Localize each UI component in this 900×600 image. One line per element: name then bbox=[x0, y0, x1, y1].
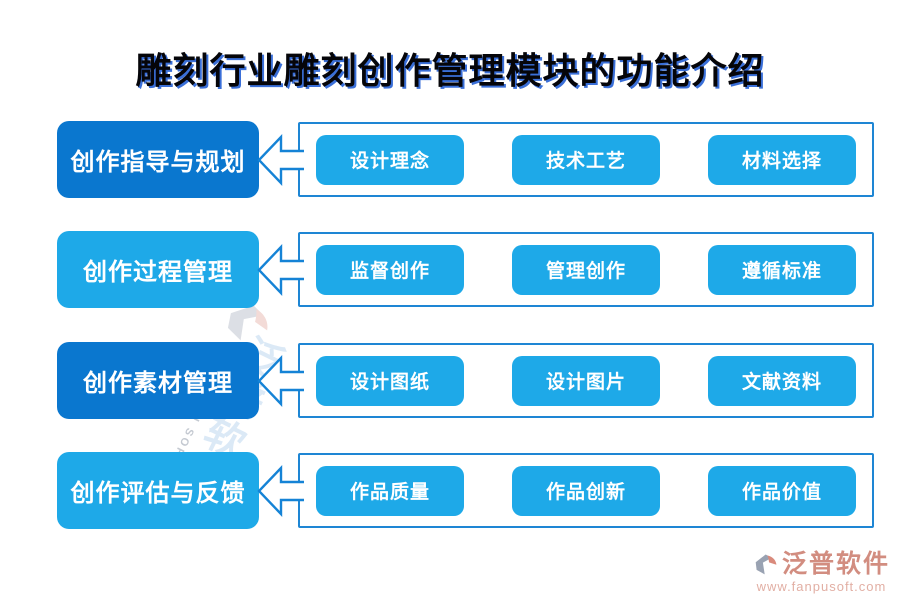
left-arrow-icon bbox=[257, 355, 304, 407]
feature-chip-label: 材料选择 bbox=[741, 151, 822, 172]
feature-row: 创作素材管理 设计图纸 设计图片 文献资料 bbox=[0, 342, 900, 419]
feature-chip: 作品价值 bbox=[708, 465, 856, 516]
feature-chip: 监督创作 bbox=[316, 244, 464, 295]
brand-url: www.fanpusoft.com bbox=[756, 579, 887, 594]
feature-chip-label: 作品创新 bbox=[545, 482, 626, 503]
row-items-panel: 作品质量 作品创新 作品价值 bbox=[298, 453, 874, 528]
feature-chip: 文献资料 bbox=[708, 355, 856, 406]
row-items-panel: 监督创作 管理创作 遵循标准 bbox=[298, 232, 874, 307]
feature-row: 创作指导与规划 设计理念 技术工艺 材料选择 bbox=[0, 121, 900, 198]
brand-footer: 泛普软件 www.fanpusoft.com bbox=[753, 551, 890, 594]
feature-chip: 遵循标准 bbox=[708, 244, 856, 295]
feature-chip-label: 设计图纸 bbox=[349, 372, 430, 393]
brand-name: 泛普软件 bbox=[781, 549, 890, 578]
feature-chip-label: 遵循标准 bbox=[741, 261, 822, 282]
row-label-box: 创作素材管理 bbox=[57, 342, 259, 419]
row-label-box: 创作指导与规划 bbox=[57, 121, 259, 198]
row-items-panel: 设计理念 技术工艺 材料选择 bbox=[298, 122, 874, 197]
feature-chip: 管理创作 bbox=[512, 244, 660, 295]
feature-row: 创作评估与反馈 作品质量 作品创新 作品价值 bbox=[0, 452, 900, 529]
feature-chip: 设计图纸 bbox=[316, 355, 464, 406]
left-arrow-icon bbox=[257, 244, 304, 296]
brand-logo-icon bbox=[755, 554, 777, 575]
feature-chip-label: 文献资料 bbox=[741, 372, 822, 393]
feature-chip: 技术工艺 bbox=[512, 134, 660, 185]
page-title: 雕刻行业雕刻创作管理模块的功能介绍 bbox=[135, 50, 765, 91]
row-label-box: 创作过程管理 bbox=[57, 231, 259, 308]
feature-chip: 设计图片 bbox=[512, 355, 660, 406]
feature-chip-label: 监督创作 bbox=[349, 261, 430, 282]
row-label: 创作过程管理 bbox=[83, 259, 233, 286]
feature-row: 创作过程管理 监督创作 管理创作 遵循标准 bbox=[0, 231, 900, 308]
row-label: 创作指导与规划 bbox=[70, 149, 246, 176]
row-items-panel: 设计图纸 设计图片 文献资料 bbox=[298, 343, 874, 418]
left-arrow-icon bbox=[257, 134, 304, 186]
feature-chip-label: 技术工艺 bbox=[545, 151, 626, 172]
feature-chip-label: 作品质量 bbox=[349, 482, 430, 503]
feature-chip-label: 管理创作 bbox=[545, 261, 626, 282]
feature-chip: 作品创新 bbox=[512, 465, 660, 516]
row-label: 创作评估与反馈 bbox=[70, 480, 246, 507]
row-label-box: 创作评估与反馈 bbox=[57, 452, 259, 529]
left-arrow-icon bbox=[257, 465, 304, 517]
feature-chip-label: 设计理念 bbox=[349, 151, 430, 172]
feature-chip: 材料选择 bbox=[708, 134, 856, 185]
feature-chip: 作品质量 bbox=[316, 465, 464, 516]
feature-chip: 设计理念 bbox=[316, 134, 464, 185]
feature-chip-label: 设计图片 bbox=[545, 372, 626, 393]
feature-chip-label: 作品价值 bbox=[741, 482, 822, 503]
row-label: 创作素材管理 bbox=[83, 370, 233, 397]
